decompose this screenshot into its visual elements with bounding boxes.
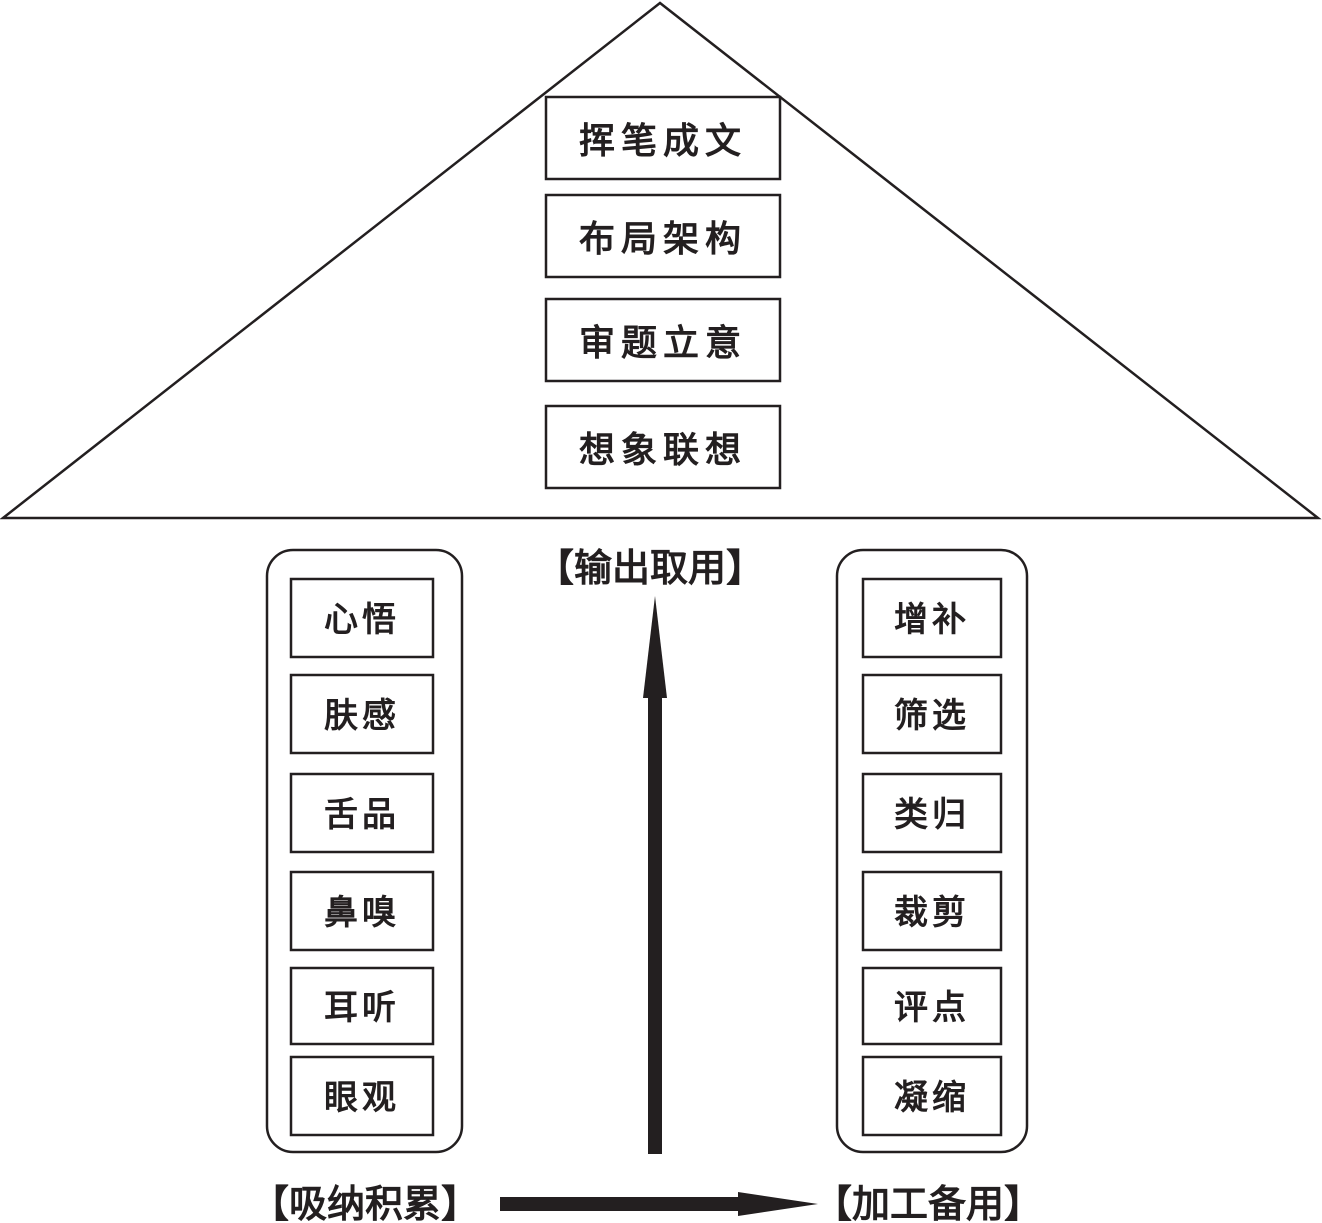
left-item-label: 眼观	[324, 1078, 400, 1118]
left-box-6: 眼观	[289, 1055, 435, 1137]
left-item-label: 舌品	[324, 795, 400, 835]
caption-output: 【输出取用】	[536, 546, 764, 590]
roof-item-label: 布局架构	[579, 218, 747, 260]
right-item-label: 评点	[894, 988, 970, 1028]
right-item-label: 裁剪	[894, 893, 970, 933]
left-box-4: 鼻嗅	[289, 870, 435, 952]
roof-triangle	[0, 1, 1322, 520]
roof-box-3: 审题立意	[544, 297, 782, 383]
roof-item-label: 想象联想	[579, 429, 747, 471]
process-arrow-shaft	[500, 1197, 746, 1211]
caption-absorb: 【吸纳积累】	[251, 1182, 479, 1223]
roof-box-2: 布局架构	[544, 193, 782, 279]
right-box-2: 筛选	[861, 673, 1003, 755]
right-item-label: 类归	[894, 795, 970, 835]
left-box-5: 耳听	[289, 966, 435, 1046]
right-box-1: 增补	[861, 577, 1003, 659]
right-box-4: 裁剪	[861, 870, 1003, 952]
roof-item-label: 审题立意	[579, 322, 747, 364]
left-item-label: 鼻嗅	[324, 893, 400, 933]
left-item-label: 肤感	[324, 696, 400, 736]
left-box-2: 肤感	[289, 673, 435, 755]
left-box-3: 舌品	[289, 772, 435, 854]
left-box-1: 心悟	[289, 577, 435, 659]
left-item-label: 耳听	[324, 988, 400, 1028]
right-item-label: 增补	[894, 600, 970, 640]
left-item-label: 心悟	[324, 600, 400, 640]
right-item-label: 筛选	[894, 696, 970, 736]
roof-item-label: 挥笔成文	[579, 120, 747, 162]
right-box-5: 评点	[861, 966, 1003, 1046]
process-arrow-head	[738, 1192, 818, 1216]
roof-box-4: 想象联想	[544, 404, 782, 490]
roof-box-1: 挥笔成文	[544, 95, 782, 181]
right-item-label: 凝缩	[894, 1078, 970, 1118]
output-arrow-shaft	[648, 690, 662, 1154]
left-column-container	[265, 548, 464, 1154]
output-arrow-head	[643, 596, 667, 698]
right-column-container	[835, 548, 1029, 1154]
right-box-3: 类归	[861, 772, 1003, 854]
caption-process: 【加工备用】	[814, 1182, 1042, 1223]
right-box-6: 凝缩	[861, 1055, 1003, 1137]
